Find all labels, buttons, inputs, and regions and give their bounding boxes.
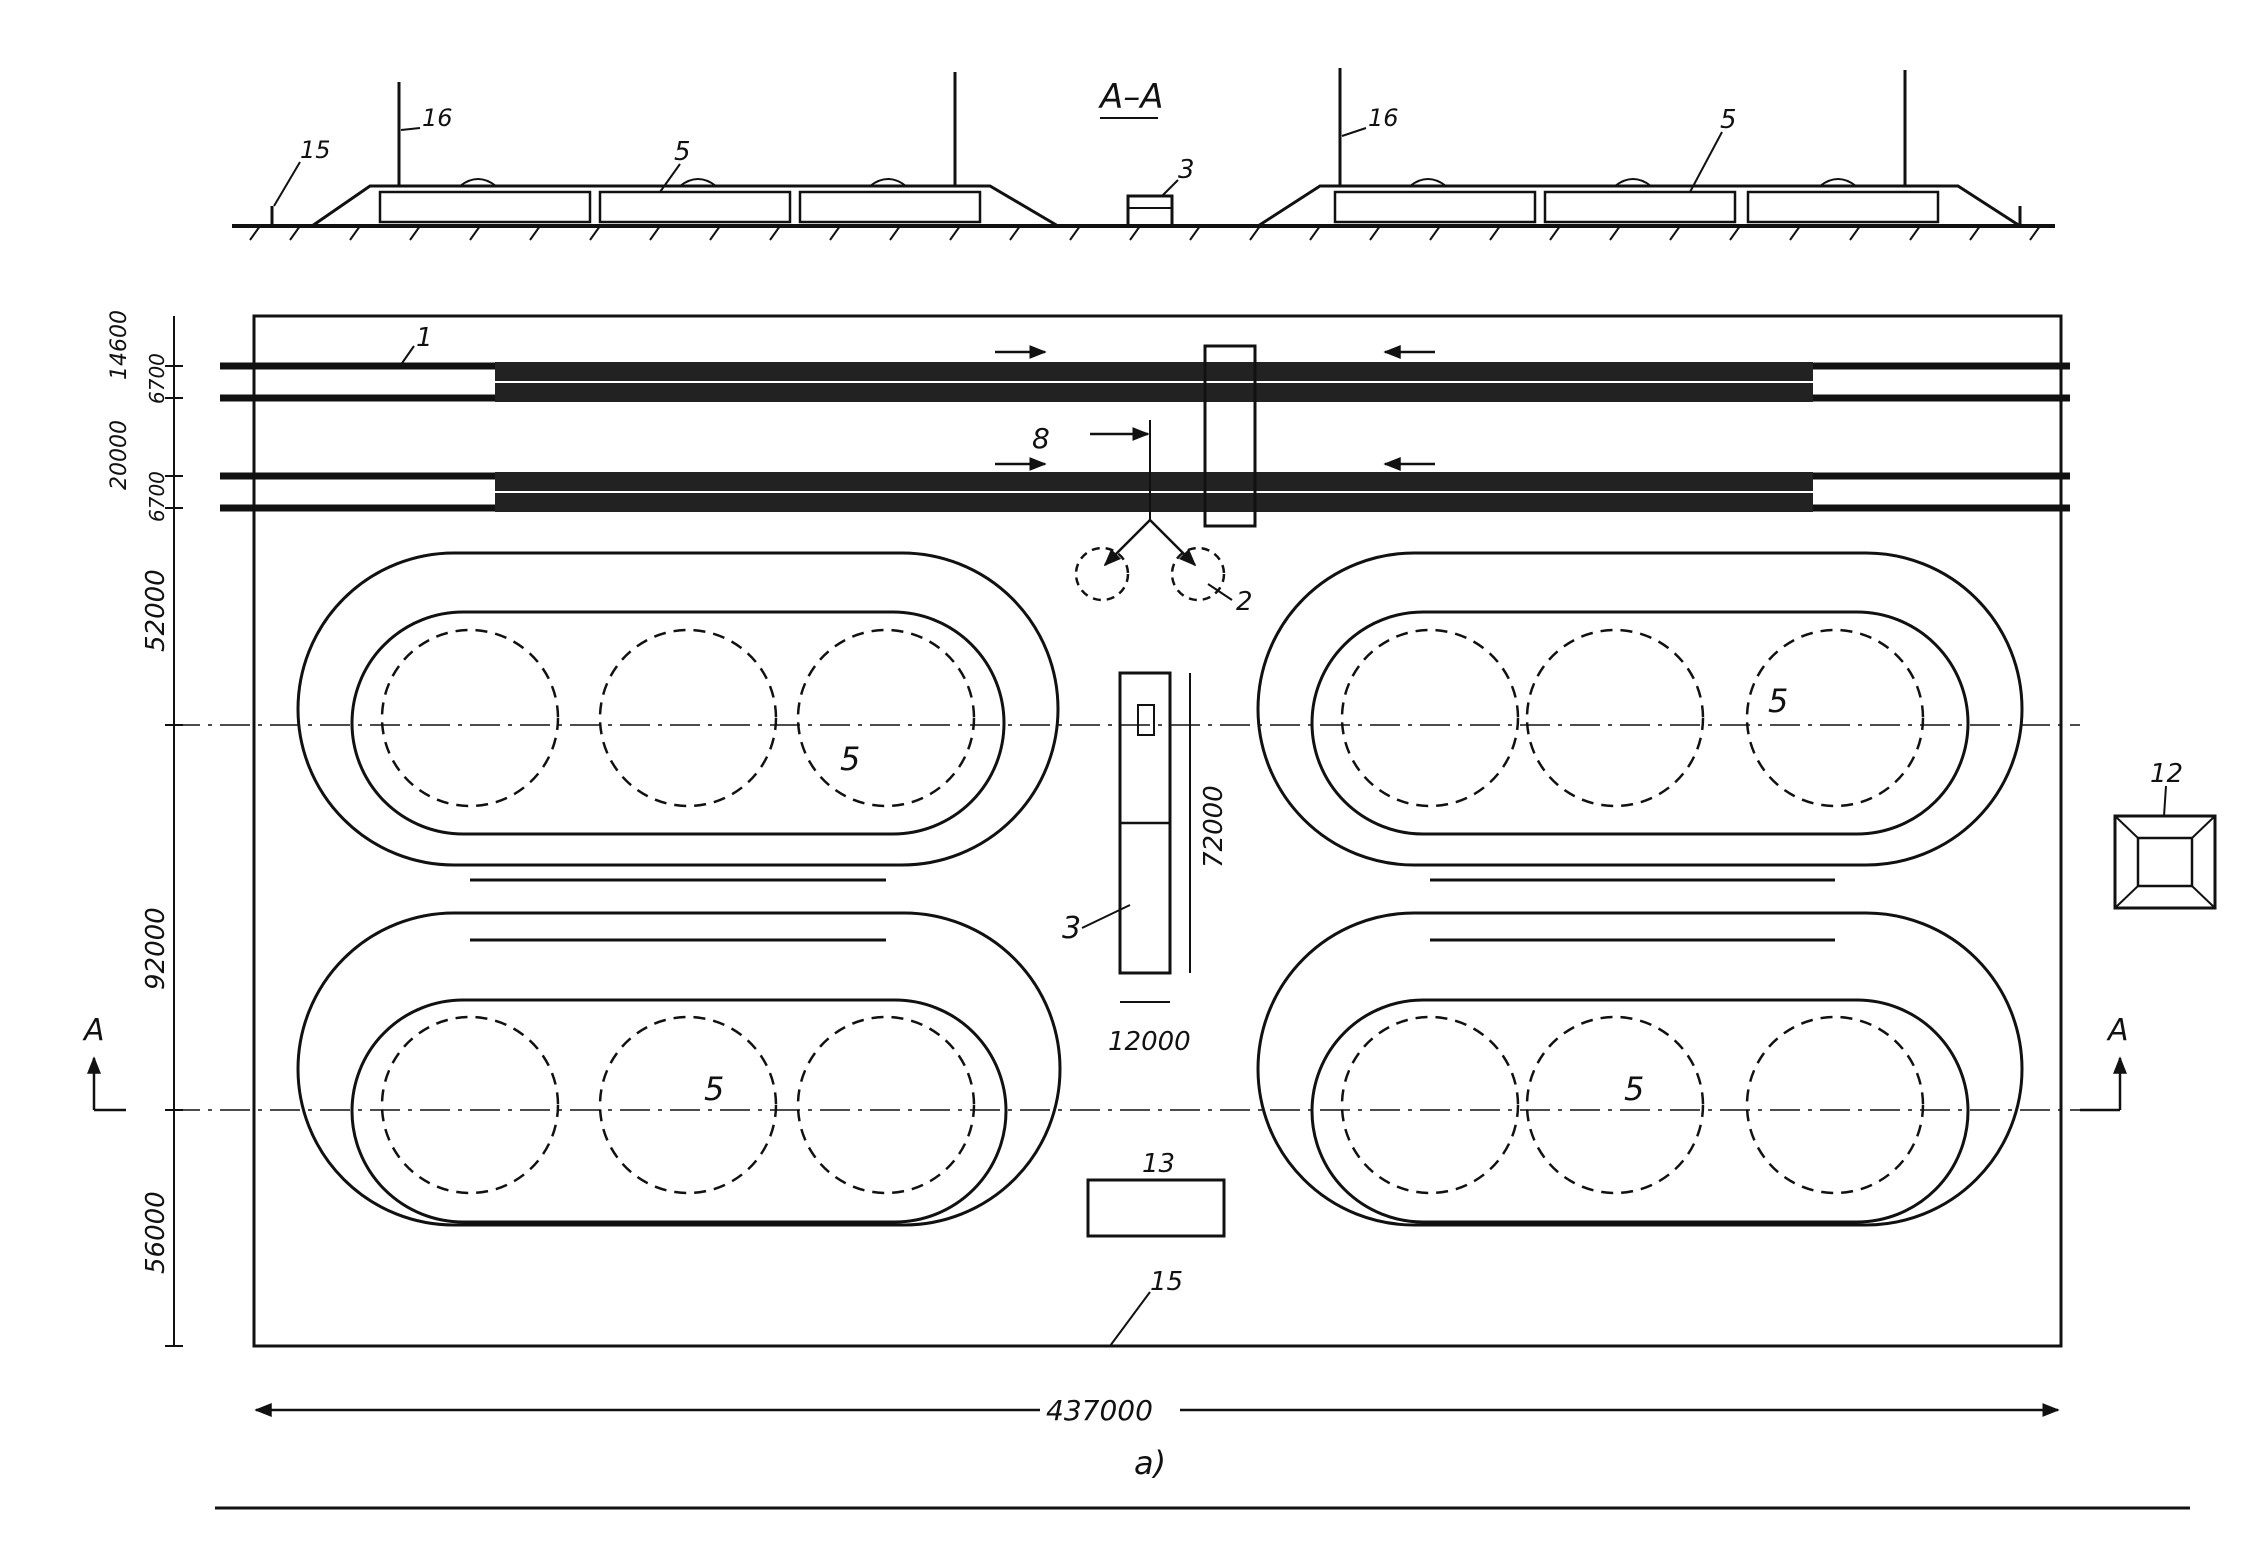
tank-group-top-right bbox=[1256, 551, 2024, 867]
embankment-left bbox=[311, 178, 1059, 228]
dim-92000: 92000 bbox=[141, 907, 171, 990]
callout-2: 2 bbox=[1236, 587, 1253, 617]
left-dimension-chain bbox=[165, 316, 183, 1347]
callout-3: 3 bbox=[1062, 911, 1081, 946]
section-callout-3: 3 bbox=[1178, 155, 1195, 185]
callout-1: 1 bbox=[416, 323, 433, 353]
section-title: A–A bbox=[1098, 77, 1164, 117]
section-callout-16-left: 16 bbox=[422, 104, 453, 132]
pipe-bridge bbox=[1203, 344, 1257, 528]
dim-56000: 56000 bbox=[141, 1191, 171, 1274]
dim-52000: 52000 bbox=[141, 569, 171, 652]
dim-20000: 20000 bbox=[107, 420, 132, 490]
callout-8: 8 bbox=[1032, 422, 1050, 455]
pump-wells bbox=[1074, 546, 1226, 602]
axis-lines bbox=[170, 724, 2080, 1111]
tank-group-bottom-left bbox=[296, 911, 1062, 1227]
callout-5-bottom-left: 5 bbox=[704, 1070, 724, 1108]
callout-13: 13 bbox=[1142, 1149, 1175, 1179]
svg-text:A: A bbox=[2106, 1013, 2129, 1048]
tank-group-top-left bbox=[296, 551, 1060, 867]
structure-13 bbox=[1086, 1178, 1226, 1238]
section-marker-right: A bbox=[2080, 1013, 2129, 1112]
section-marker-left: A bbox=[82, 1013, 126, 1112]
section-callout-15: 15 bbox=[300, 136, 331, 164]
loading-racks bbox=[495, 362, 1813, 512]
ground-hatching bbox=[249, 225, 2041, 241]
tank-pipelines bbox=[470, 878, 1835, 942]
dim-6700-b: 6700 bbox=[145, 471, 169, 522]
structure-12 bbox=[2113, 814, 2217, 910]
section-view: A–A 15 16 5 3 16 5 bbox=[232, 68, 2055, 241]
tank-group-bottom-right bbox=[1256, 911, 2024, 1227]
callout-15: 15 bbox=[1150, 1267, 1183, 1297]
callout-5-top-left: 5 bbox=[840, 740, 860, 778]
dim-12000: 12000 bbox=[1108, 1027, 1191, 1057]
callout-12: 12 bbox=[2150, 759, 2183, 789]
lightning-masts bbox=[397, 68, 1907, 186]
central-building bbox=[1118, 671, 1172, 975]
callout-5-top-right: 5 bbox=[1768, 682, 1788, 720]
dim-14600: 14600 bbox=[107, 310, 132, 380]
embankment-right bbox=[1257, 178, 2021, 228]
flow-arrows bbox=[995, 345, 1435, 567]
site-fence bbox=[252, 314, 2063, 1348]
section-building bbox=[1126, 194, 1174, 228]
section-callout-5-right: 5 bbox=[1720, 105, 1737, 135]
plan-view: 1 8 2 5 5 5 5 3 12 13 15 A A bbox=[82, 310, 2217, 1427]
dim-437000: 437000 bbox=[1046, 1394, 1153, 1427]
dim-6700-a: 6700 bbox=[145, 353, 169, 404]
dim-72000: 72000 bbox=[1199, 785, 1229, 868]
svg-text:A: A bbox=[82, 1013, 105, 1048]
section-callout-16-right: 16 bbox=[1368, 104, 1399, 132]
section-callout-5-left: 5 bbox=[674, 137, 691, 167]
callout-5-bottom-right: 5 bbox=[1624, 1070, 1644, 1108]
figure-caption: a) bbox=[1134, 1444, 1166, 1482]
